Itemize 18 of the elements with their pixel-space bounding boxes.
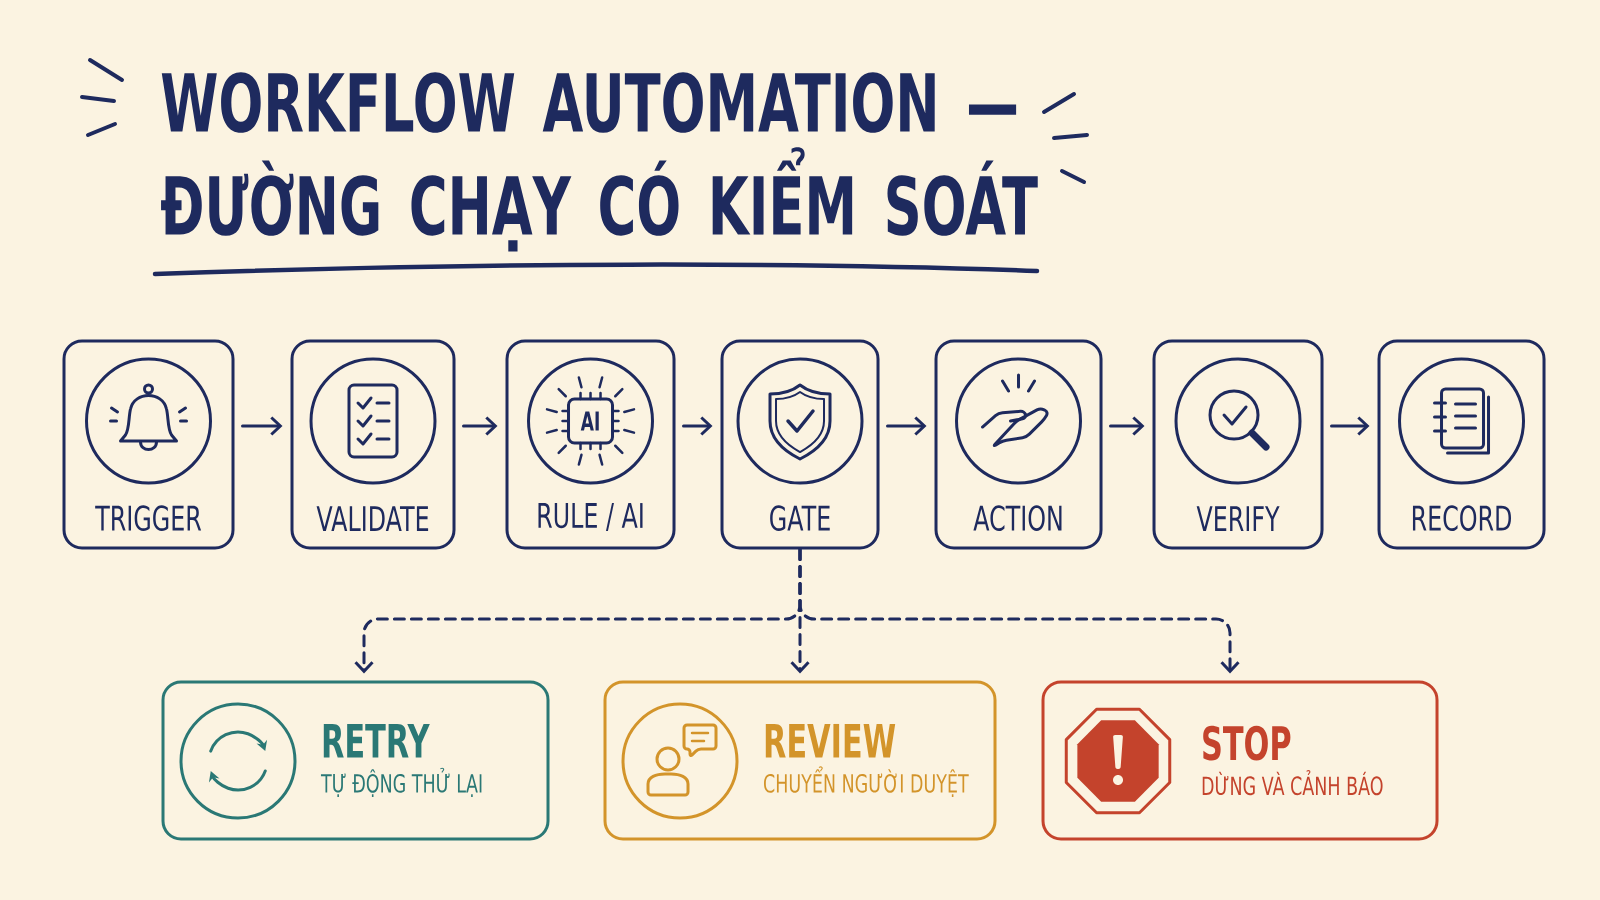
outcome-box: REVIEW CHUYỂN NGƯỜI DUYỆT: [603, 680, 997, 841]
arrow: [886, 416, 927, 436]
step-box: ACTION: [934, 339, 1103, 550]
arrow: [798, 548, 1240, 674]
arrow: [682, 416, 713, 436]
step-box: VALIDATE: [290, 339, 456, 550]
arrow: [462, 416, 498, 436]
step-box: TRIGGER: [62, 339, 235, 550]
arrow: [1109, 416, 1145, 436]
step-box: RECORD: [1377, 339, 1546, 550]
step-box: GATE: [720, 339, 880, 550]
arrow: [241, 416, 283, 436]
outcome-box: RETRY TỰ ĐỘNG THỬ LẠI: [161, 680, 550, 841]
chip-label: AI: [580, 411, 599, 431]
arrow: [1330, 416, 1370, 436]
outcome-box: STOP DỪNG VÀ CẢNH BÁO: [1041, 680, 1439, 841]
step-box: VERIFY: [1152, 339, 1324, 550]
title: WORKFLOW AUTOMATION — ĐƯỜNG CHẠY CÓ KIỂM SOÁT: [161, 72, 1038, 252]
